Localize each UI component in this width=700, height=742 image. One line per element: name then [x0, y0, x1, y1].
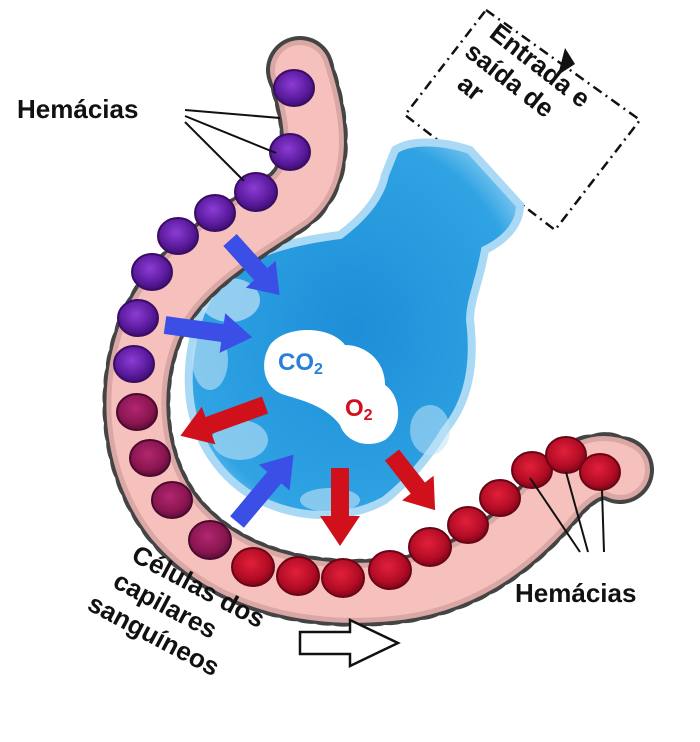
red-blood-cells — [113, 69, 621, 598]
rbc — [276, 556, 320, 596]
rbc — [188, 520, 232, 560]
blue-arrow-icon — [223, 233, 280, 295]
blue-arrow-icon — [163, 313, 253, 353]
rbc — [579, 453, 621, 491]
rbc — [321, 558, 365, 598]
blue-arrow-icon — [230, 454, 294, 528]
hemacias-label-right: Hemácias — [515, 578, 636, 608]
rbc — [511, 451, 553, 489]
air-in-arrow-icon — [558, 48, 575, 75]
o2-label: O2 — [345, 395, 373, 424]
o2-arrows — [180, 396, 436, 546]
rbc — [368, 550, 412, 590]
rbc — [273, 69, 315, 107]
rbc — [269, 133, 311, 171]
red-arrow-icon — [384, 449, 436, 511]
rbc — [408, 527, 452, 567]
red-arrow-icon — [180, 396, 269, 445]
rbc — [116, 393, 158, 431]
rbc — [151, 481, 193, 519]
rbc — [231, 547, 275, 587]
hemacias-label-top: Hemácias — [17, 94, 138, 124]
capillary — [102, 36, 654, 627]
rbc — [131, 253, 173, 291]
co2-arrows — [163, 233, 294, 528]
pointer-lines-top — [184, 109, 281, 182]
blood-flow-arrow-icon — [298, 618, 401, 668]
rbc — [194, 194, 236, 232]
rbc — [479, 479, 521, 517]
rbc — [234, 172, 278, 212]
red-arrow-icon — [320, 468, 360, 546]
rbc — [117, 299, 159, 337]
rbc — [129, 439, 171, 477]
rbc — [113, 345, 155, 383]
co2-label: CO2 — [278, 349, 323, 378]
rbc — [447, 506, 489, 544]
rbc — [157, 217, 199, 255]
pointer-lines-right — [529, 471, 605, 553]
